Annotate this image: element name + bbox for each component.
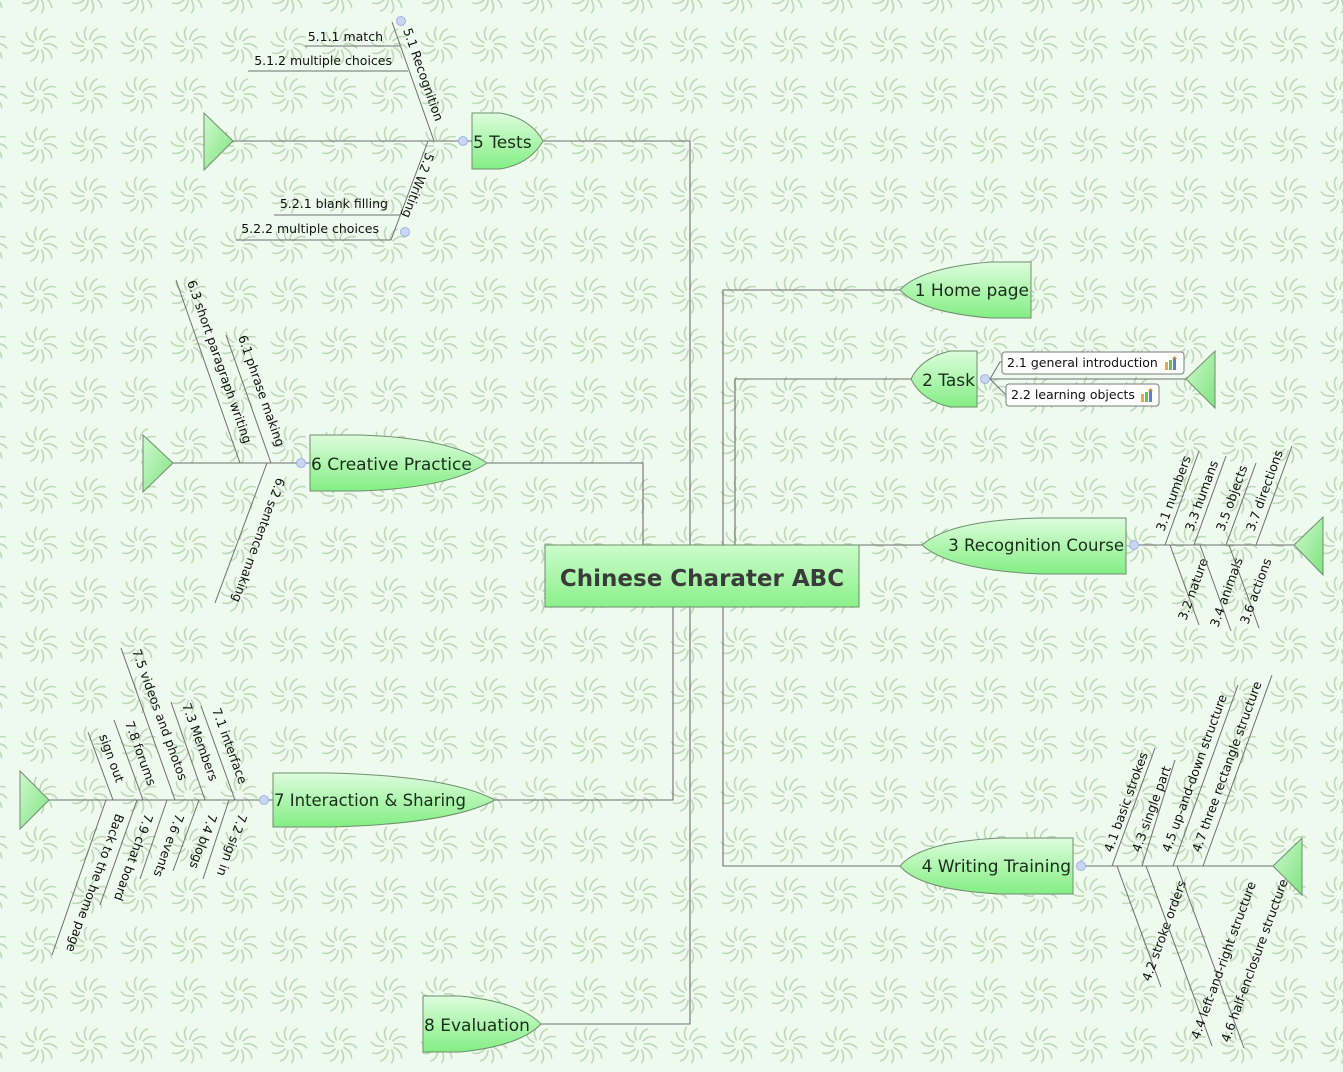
topic-home: 1 Home page: [899, 261, 1032, 319]
topic-label-tests: 5 Tests: [473, 133, 532, 153]
topic-tests: 5.1 Recognition 5.1.1 match 5.1.2 multip…: [203, 16, 544, 241]
subtopic-2-1[interactable]: 2.1 general introduction: [1001, 351, 1185, 375]
subtopic-2-2-label: 2.2 learning objects: [1011, 387, 1135, 402]
tail-triangle-icon: [1272, 836, 1303, 897]
leaf-5-2-2[interactable]: 5.2.2 multiple choices: [241, 221, 379, 236]
topic-label-interaction: 7 Interaction & Sharing: [274, 791, 466, 810]
central-topic-label: Chinese Charater ABC: [560, 566, 844, 592]
topic-node-tests[interactable]: [471, 112, 544, 170]
connector-evaluation: [540, 607, 691, 1025]
rib-3-1: [1164, 450, 1200, 546]
rib-label-3-2: 3.2 nature: [1175, 556, 1211, 622]
collapse-tests-icon[interactable]: [458, 136, 468, 146]
rib-label-5-1: 5.1 Recognition: [400, 26, 447, 123]
topic-label-creative: 6 Creative Practice: [311, 455, 472, 475]
connector-task: [734, 378, 911, 545]
topic-evaluation: 8 Evaluation: [422, 995, 542, 1053]
collapse-interaction-icon[interactable]: [259, 795, 269, 805]
rib-4-2: [1116, 865, 1162, 988]
tail-triangle-icon: [203, 111, 234, 172]
collapse-task-icon[interactable]: [980, 374, 990, 384]
tail-triangle-icon: [1293, 515, 1324, 577]
rib-3-2: [1169, 544, 1200, 626]
topic-label-home: 1 Home page: [915, 281, 1029, 301]
rib-7-2: [202, 799, 230, 880]
connectors: [487, 140, 922, 1025]
rib-3-4: [1199, 544, 1232, 632]
tail-triangle-icon: [142, 433, 174, 494]
rib-3-6: [1228, 544, 1260, 629]
rib-7-8: [113, 719, 144, 801]
collapse-writing-icon[interactable]: [1076, 861, 1086, 871]
topic-writing: 4.1 basic strokes 4.3 single part 4.5 up…: [899, 674, 1303, 1049]
subtopic-2-1-label: 2.1 general introduction: [1007, 355, 1158, 370]
topic-label-writing: 4 Writing Training: [922, 857, 1071, 877]
rib-7-3: [170, 701, 206, 801]
task-progress-icon: [1165, 356, 1177, 370]
rib-5-2: [390, 140, 429, 241]
rib-4-4: [1145, 865, 1213, 1047]
rib-4-1: [1111, 747, 1156, 867]
topic-node-home[interactable]: [899, 261, 1032, 319]
rib-7-5: [120, 647, 176, 801]
rib-7-9: [99, 799, 138, 906]
topic-label-task: 2 Task: [922, 371, 975, 391]
rib-7-6: [139, 799, 168, 880]
subtopic-2-2[interactable]: 2.2 learning objects: [1005, 383, 1160, 407]
collapse-recognition-icon[interactable]: [1129, 540, 1139, 550]
leaf-5-2-1[interactable]: 5.2.1 blank filling: [280, 196, 388, 211]
rib-back-home: [51, 799, 107, 956]
topic-node-writing[interactable]: [899, 837, 1074, 895]
topic-node-task[interactable]: [910, 350, 978, 408]
collapse-creative-icon[interactable]: [296, 458, 306, 468]
rib-4-3: [1141, 759, 1176, 867]
sub-connector: [989, 378, 1008, 395]
rib-6-3: [175, 279, 241, 464]
topic-task: 2 Task 2.1 general introduction 2.2 lear…: [910, 349, 1216, 410]
leaf-5-1-1[interactable]: 5.1.1 match: [308, 29, 383, 44]
rib-label-7-6: 7.6 events: [151, 812, 188, 879]
topic-node-creative[interactable]: [309, 434, 488, 492]
tail-triangle-icon: [1185, 349, 1216, 410]
topic-creative: 6.3 short paragraph writing 6.1 phrase m…: [142, 278, 488, 605]
rib-3-3: [1193, 455, 1227, 546]
rib-label-5-2: 5.2 Writing: [399, 151, 437, 220]
rib-label-4-2: 4.2 stroke orders: [1139, 878, 1189, 983]
rib-6-1: [225, 334, 272, 464]
topic-label-evaluation: 8 Evaluation: [424, 1016, 530, 1036]
rib-3-5: [1225, 462, 1257, 546]
rib-label-3-7: 3.7 directions: [1243, 448, 1286, 533]
rib-3-7: [1255, 445, 1293, 546]
connector-interaction: [495, 607, 674, 801]
central-topic[interactable]: Chinese Charater ABC: [544, 544, 860, 608]
connector-tests: [543, 140, 691, 545]
connector-creative: [487, 462, 644, 545]
task-progress-icon: [1141, 388, 1153, 402]
topic-node-evaluation[interactable]: [422, 995, 542, 1053]
rib-sign-out: [87, 731, 114, 801]
topic-node-recognition[interactable]: [921, 517, 1127, 575]
connector-home: [722, 289, 900, 545]
collapse-5-2-icon[interactable]: [400, 227, 410, 237]
rib-5-1: [391, 21, 435, 142]
rib-7-1: [200, 705, 236, 801]
connector-writing: [722, 607, 900, 867]
rib-6-2: [214, 462, 268, 604]
rib-label-sign-out: sign out: [96, 732, 127, 784]
rib-7-4: [172, 799, 200, 872]
collapse-5-1-icon[interactable]: [396, 16, 406, 26]
tail-triangle-icon: [19, 769, 50, 831]
rib-4-6: [1176, 865, 1245, 1049]
topic-node-interaction[interactable]: [272, 772, 497, 828]
rib-4-5: [1172, 684, 1239, 867]
topic-interaction: 7.1 interface 7.3 Members 7.5 videos and…: [19, 647, 497, 956]
topic-recognition: 3.1 numbers 3.3 humans 3.5 objects 3.7 d…: [921, 445, 1324, 632]
leaf-5-1-2[interactable]: 5.1.2 multiple choices: [254, 53, 392, 68]
rib-4-7: [1202, 674, 1273, 867]
topic-label-recognition: 3 Recognition Course: [948, 536, 1124, 555]
